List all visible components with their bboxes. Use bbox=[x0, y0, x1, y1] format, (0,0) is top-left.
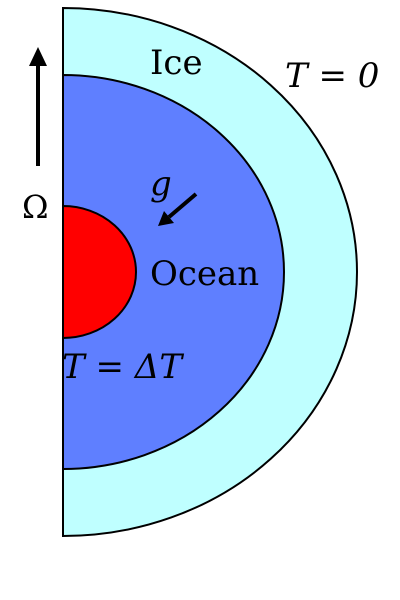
gravity-label: g bbox=[150, 164, 172, 204]
top-temperature-label: T = 0 bbox=[285, 56, 379, 96]
ocean-label: Ocean bbox=[150, 254, 259, 294]
gravity-arrow-head bbox=[158, 211, 174, 226]
ocean-layer bbox=[62, 73, 285, 471]
rotation-label: Ω bbox=[22, 188, 49, 226]
gravity-arrow-shaft bbox=[167, 192, 198, 219]
rotation-axis-arrow-head bbox=[29, 47, 47, 66]
bottom-temperature-label: T = ΔT bbox=[62, 347, 184, 387]
ice-label: Ice bbox=[150, 43, 203, 83]
rocky-core bbox=[62, 204, 137, 340]
